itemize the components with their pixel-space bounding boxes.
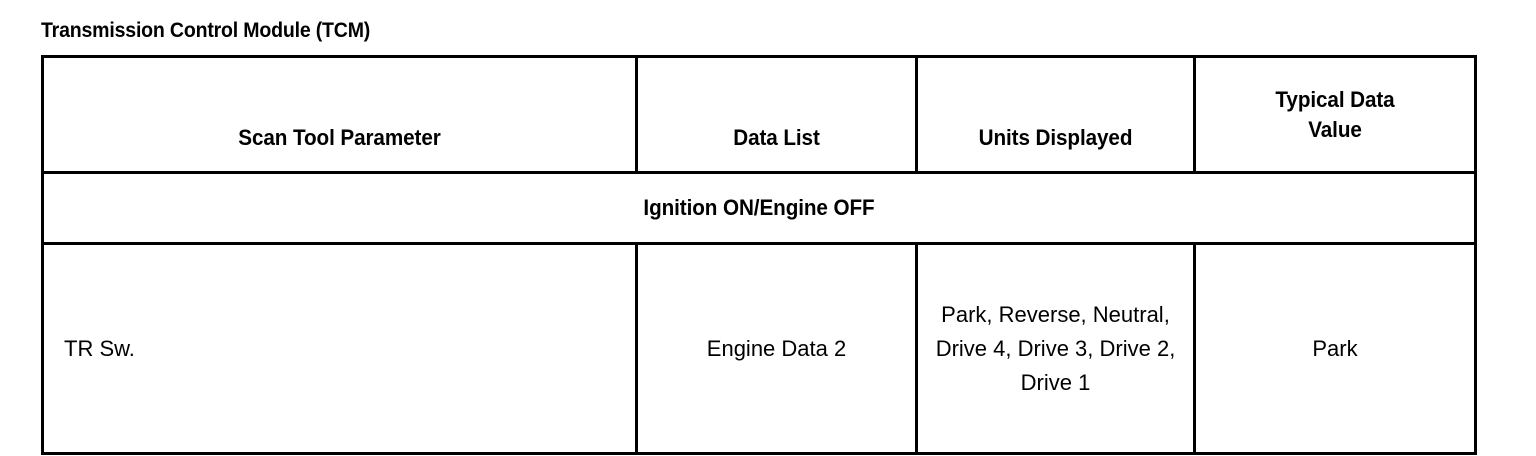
table-header-row: Scan Tool Parameter Data List Units Disp… <box>41 55 1477 174</box>
column-header-typical-data-value: Typical Data Value <box>1193 55 1477 174</box>
cell-units-displayed-text: Park, Reverse, Neutral, Drive 4, Drive 3… <box>935 301 1176 395</box>
cell-units-displayed: Park, Reverse, Neutral, Drive 4, Drive 3… <box>915 242 1196 455</box>
column-header-typical-data-value-line2: Value <box>1308 116 1362 142</box>
table-section-row-ignition-on-engine-off: Ignition ON/Engine OFF <box>41 171 1477 245</box>
column-header-data-list: Data List <box>635 55 918 174</box>
page-title: Transmission Control Module (TCM) <box>41 19 371 42</box>
column-header-units-displayed: Units Displayed <box>915 55 1196 174</box>
cell-typical-data-value: Park <box>1193 242 1477 455</box>
column-header-scan-tool-parameter-label: Scan Tool Parameter <box>238 124 441 150</box>
cell-scan-tool-parameter: TR Sw. <box>41 242 638 455</box>
column-header-typical-data-value-line1: Typical Data <box>1275 86 1395 112</box>
column-header-data-list-label: Data List <box>733 124 820 150</box>
table-row: TR Sw. Engine Data 2 Park, Reverse, Neut… <box>41 242 1477 455</box>
cell-data-list: Engine Data 2 <box>635 242 918 455</box>
column-header-units-displayed-label: Units Displayed <box>978 124 1133 150</box>
scan-tool-parameter-table: Scan Tool Parameter Data List Units Disp… <box>41 55 1477 455</box>
column-header-scan-tool-parameter: Scan Tool Parameter <box>41 55 638 174</box>
section-row-label: Ignition ON/Engine OFF <box>643 195 875 220</box>
section-row-cell: Ignition ON/Engine OFF <box>41 171 1477 245</box>
